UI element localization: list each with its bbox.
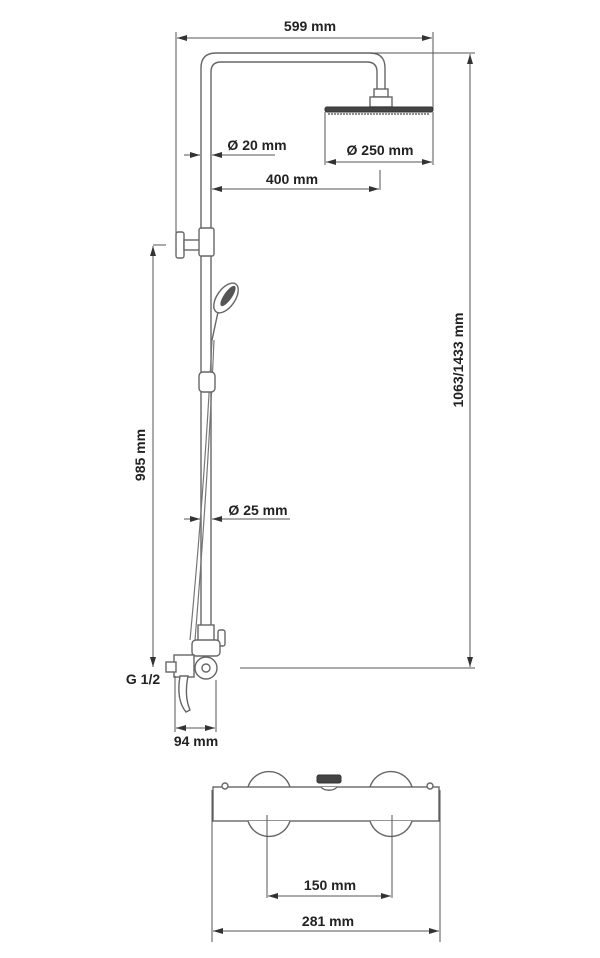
inlet-spacing-label: 150 mm bbox=[304, 877, 356, 893]
mixer-width-dimension: 281 mm bbox=[211, 790, 441, 942]
pipe-diameter-bottom-label: Ø 25 mm bbox=[228, 502, 287, 518]
bracket-height-label: 985 mm bbox=[132, 429, 148, 481]
wall-offset-label: 94 mm bbox=[174, 733, 218, 749]
mixer-width-label: 281 mm bbox=[302, 913, 354, 929]
head-diameter-label: Ø 250 mm bbox=[347, 142, 414, 158]
total-height-dimension: 1063/1433 mm bbox=[240, 52, 475, 669]
pipe-diameter-bottom-dimension: Ø 25 mm bbox=[184, 502, 290, 522]
wall-offset-dimension: 94 mm bbox=[174, 676, 218, 749]
total-width-dimension: 599 mm bbox=[175, 18, 434, 240]
wall-bracket bbox=[175, 227, 215, 259]
shower-riser-pipe bbox=[200, 52, 393, 650]
thread-label: G 1/2 bbox=[126, 671, 160, 687]
thermostatic-mixer-front bbox=[212, 770, 440, 838]
pipe-diameter-top-dimension: Ø 20 mm bbox=[184, 137, 287, 158]
slider bbox=[198, 371, 216, 393]
arm-length-label: 400 mm bbox=[266, 171, 318, 187]
head-connector bbox=[373, 88, 389, 98]
rain-shower-head bbox=[324, 106, 434, 165]
arm-length-dimension: 400 mm bbox=[212, 170, 381, 192]
head-diameter-dimension: Ø 250 mm bbox=[326, 142, 432, 165]
total-height-label: 1063/1433 mm bbox=[450, 313, 466, 408]
thermostatic-mixer-side bbox=[165, 624, 226, 713]
pipe-diameter-top-label: Ø 20 mm bbox=[227, 137, 286, 153]
bracket-height-dimension: 985 mm bbox=[132, 244, 166, 667]
total-width-label: 599 mm bbox=[284, 18, 336, 34]
inlet-spacing-dimension: 150 mm bbox=[266, 815, 393, 899]
